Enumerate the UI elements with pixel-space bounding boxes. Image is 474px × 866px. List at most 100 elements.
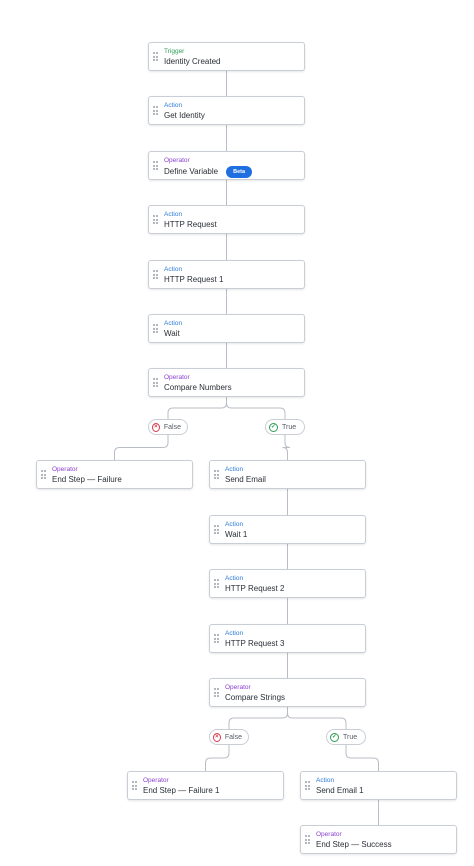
step-label-text: Send Email 1 [316, 786, 364, 795]
step-label: Get Identity [164, 111, 205, 121]
step-label-text: Wait 1 [225, 530, 248, 539]
branch-true-b2[interactable]: ✓ True [265, 419, 305, 435]
step-type: Operator [164, 374, 190, 381]
step-label: End Step — Failure [52, 475, 122, 485]
drag-handle-icon[interactable] [153, 378, 158, 388]
step-label: Wait [164, 329, 180, 339]
connector-b3-n14 [205, 745, 230, 771]
step-label-text: HTTP Request 3 [225, 639, 285, 648]
step-label: Wait 1 [225, 530, 247, 540]
drag-handle-icon[interactable] [153, 270, 158, 280]
connector-b4-n15 [345, 745, 379, 771]
step-type: Action [225, 575, 244, 582]
step-type: Operator [143, 777, 169, 784]
x-circle-icon: × [152, 422, 160, 432]
drag-handle-icon[interactable] [305, 781, 310, 791]
step-label: Send Email 1 [316, 786, 364, 796]
branch-label: False [224, 733, 242, 741]
drag-handle-icon[interactable] [153, 215, 158, 225]
step-label-text: HTTP Request 1 [164, 275, 224, 284]
step-label: Compare Numbers [164, 383, 232, 393]
drag-handle-icon[interactable] [305, 835, 310, 845]
connector-n13-b4 [287, 707, 347, 729]
branch-label: True [343, 733, 358, 741]
drag-handle-icon[interactable] [214, 688, 219, 698]
step-label-text: Get Identity [164, 111, 205, 120]
step-label: HTTP Request [164, 220, 217, 230]
drag-handle-icon[interactable] [214, 525, 219, 535]
drag-handle-icon[interactable] [153, 324, 158, 334]
step-type: Operator [225, 684, 251, 691]
beta-badge: Beta [226, 166, 253, 178]
step-label: End Step — Success [316, 840, 392, 850]
step-label: Send Email [225, 475, 266, 485]
step-label: End Step — Failure 1 [143, 786, 219, 796]
step-label-text: End Step — Failure [52, 475, 122, 484]
drag-handle-icon[interactable] [214, 579, 219, 589]
check-circle-icon: ✓ [330, 732, 339, 742]
step-label-text: Identity Created [164, 57, 221, 66]
step-label-text: HTTP Request [164, 220, 217, 229]
branch-label: False [163, 423, 181, 431]
drag-handle-icon[interactable] [41, 470, 46, 480]
step-type: Action [164, 320, 183, 327]
step-label: HTTP Request 1 [164, 275, 223, 285]
drag-handle-icon[interactable] [132, 781, 137, 791]
step-type: Operator [52, 466, 78, 473]
drag-handle-icon[interactable] [214, 470, 219, 480]
branch-label: True [282, 423, 297, 431]
step-label-text: Compare Numbers [164, 383, 232, 392]
step-label: Identity Created [164, 57, 220, 67]
connector-n7-b1 [167, 397, 227, 419]
step-type: Action [164, 266, 183, 273]
branch-false-b1[interactable]: ×False [148, 419, 188, 435]
drag-handle-icon[interactable] [153, 52, 158, 62]
step-type: Operator [164, 157, 190, 164]
step-label: HTTP Request 3 [225, 639, 284, 649]
branch-false-b3[interactable]: ×False [209, 729, 249, 745]
step-type: Action [316, 777, 335, 784]
step-label-text: Define Variable [164, 167, 219, 176]
step-label-text: HTTP Request 2 [225, 584, 285, 593]
drag-handle-icon[interactable] [153, 161, 158, 171]
step-type: Action [225, 521, 244, 528]
connector-b1-n8 [114, 435, 169, 460]
step-type: Trigger [164, 48, 185, 55]
step-label-text: End Step — Failure 1 [143, 786, 220, 795]
connector-b2-n9 [282, 435, 291, 460]
step-label: HTTP Request 2 [225, 584, 284, 594]
drag-handle-icon[interactable] [153, 106, 158, 116]
step-label-text: Wait [164, 329, 180, 338]
step-type: Action [225, 466, 244, 473]
drag-handle-icon[interactable] [214, 634, 219, 644]
check-circle-icon: ✓ [269, 422, 278, 432]
branch-true-b4[interactable]: ✓ True [326, 729, 366, 745]
connector-n7-b2 [226, 397, 286, 419]
step-label-text: Send Email [225, 475, 266, 484]
step-type: Action [164, 211, 183, 218]
connector-n13-b3 [228, 707, 288, 729]
step-label: Compare Strings [225, 693, 285, 703]
step-label: Define Variable Beta [164, 166, 253, 178]
x-circle-icon: × [213, 732, 221, 742]
step-type: Action [164, 102, 183, 109]
step-type: Operator [316, 831, 342, 838]
